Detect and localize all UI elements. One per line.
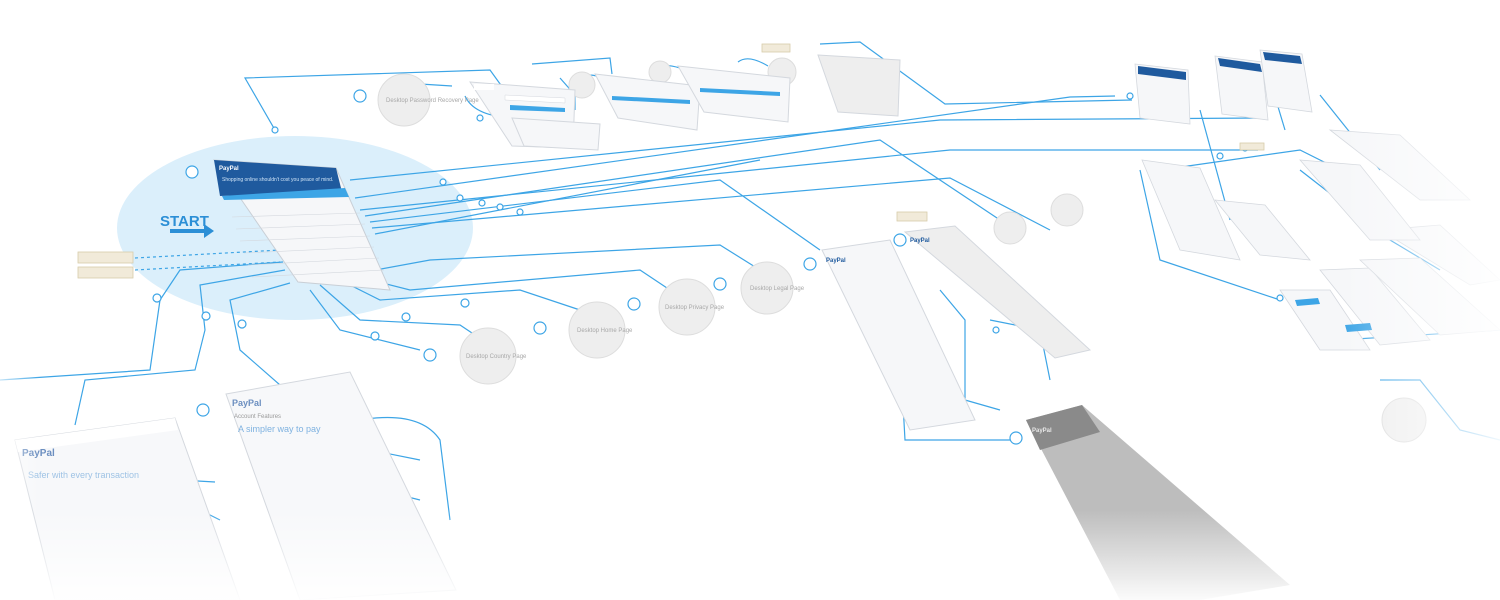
country-list-screen <box>821 239 976 431</box>
legal-screen-brand: PayPal <box>910 238 930 244</box>
legal-screen-mid <box>903 225 1092 359</box>
account-screen-brand: PayPal <box>232 398 262 408</box>
right-screen-cluster <box>1134 49 1500 351</box>
contact-screen-brand: PayPal <box>1032 428 1052 434</box>
security-screen-brand: PayPal <box>22 448 55 459</box>
flow-connectors <box>0 41 1500 521</box>
home-screen-hero-text: Shopping online shouldn't cost you peace… <box>222 177 333 183</box>
country-screen-brand: PayPal <box>826 258 846 264</box>
account-screen-headline: A simpler way to pay <box>238 424 321 434</box>
gray-node-label-password-recovery: Desktop Password Recovery Page <box>386 98 479 104</box>
flow-markers <box>152 89 1334 445</box>
home-screen <box>213 159 391 291</box>
contact-screen <box>1026 405 1290 600</box>
gray-node-label-home: Desktop Home Page <box>577 328 633 334</box>
start-arrow <box>170 224 214 238</box>
account-screen-mini <box>511 117 601 151</box>
home-screen-brand: PayPal <box>219 166 239 172</box>
security-screen-headline: Safer with every transaction <box>28 470 139 480</box>
gray-node-label-country: Desktop Country Page <box>466 354 527 360</box>
right-screen-headers <box>1138 52 1302 80</box>
gray-node-label-privacy: Desktop Privacy Page <box>665 305 725 311</box>
signup-screen-1 <box>594 73 701 131</box>
security-screen <box>14 417 241 600</box>
account-screen-section: Account Features <box>234 414 281 420</box>
legal-screen-top <box>817 54 901 117</box>
gray-node-label-legal: Desktop Legal Page <box>750 286 805 292</box>
start-label: START <box>160 213 209 230</box>
signup-screen-2 <box>677 65 791 123</box>
